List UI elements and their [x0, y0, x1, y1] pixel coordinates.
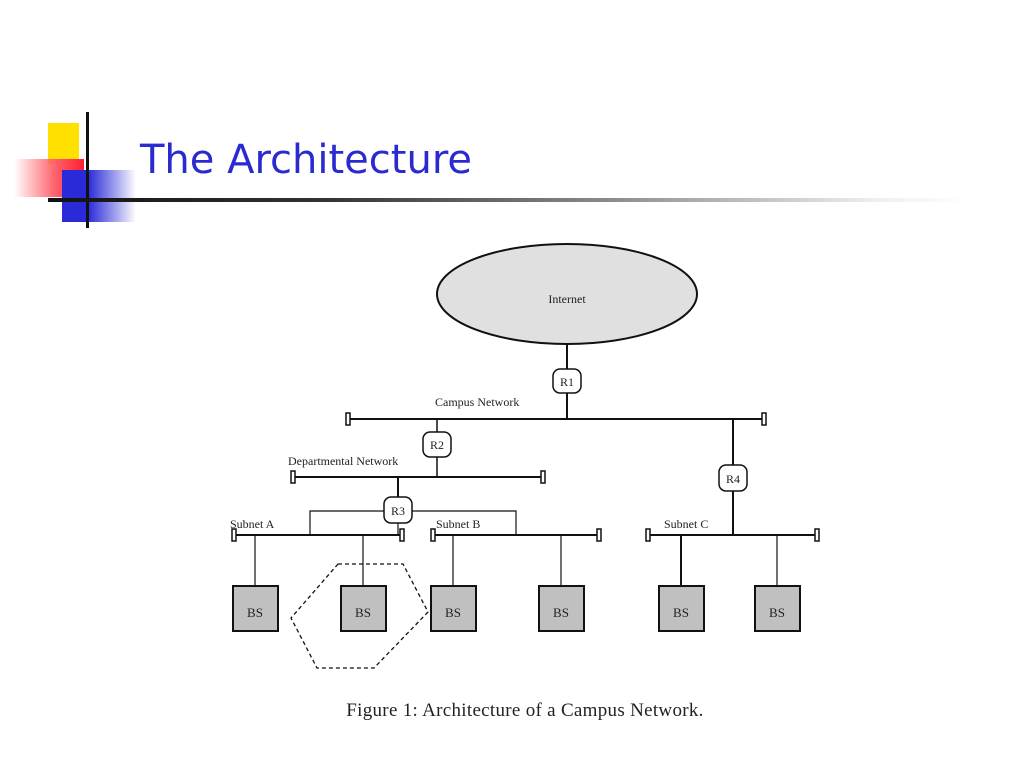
- router-label: R3: [391, 504, 405, 518]
- departmental-network-label: Departmental Network: [288, 454, 398, 468]
- base-station-box: [658, 585, 705, 632]
- bus-terminator: [290, 470, 296, 484]
- decor-blue-square: [62, 170, 136, 222]
- bus-terminator: [399, 528, 405, 542]
- subnet-a-label: Subnet A: [230, 517, 275, 531]
- coverage-area-dashed-hexagon: [290, 563, 429, 669]
- bus-terminator: [540, 470, 546, 484]
- router-r1: [552, 368, 582, 394]
- base-station-box: [340, 585, 387, 632]
- base-station-label: BS: [247, 605, 263, 620]
- bus-terminator: [645, 528, 651, 542]
- bus-terminator: [761, 412, 767, 426]
- base-station-label: BS: [445, 605, 461, 620]
- internet-label: Internet: [548, 292, 586, 306]
- router-r4: [718, 464, 748, 492]
- campus-network-label: Campus Network: [435, 395, 519, 409]
- base-station-label: BS: [355, 605, 371, 620]
- bus-terminator: [596, 528, 602, 542]
- decor-yellow-square: [48, 123, 79, 164]
- base-station-label: BS: [553, 605, 569, 620]
- router-r2: [422, 431, 452, 458]
- base-station-box: [754, 585, 801, 632]
- base-station-box: [430, 585, 477, 632]
- base-station-label: BS: [673, 605, 689, 620]
- title-underline: [48, 198, 968, 202]
- decor-vertical-line: [86, 112, 89, 228]
- router-r3: [383, 496, 413, 524]
- bus-terminator: [814, 528, 820, 542]
- bus-terminator: [430, 528, 436, 542]
- router-label: R1: [560, 375, 574, 389]
- base-station-box: [538, 585, 585, 632]
- router-label: R4: [726, 472, 740, 486]
- router-label: R2: [430, 438, 444, 452]
- figure-caption: Figure 1: Architecture of a Campus Netwo…: [346, 700, 704, 721]
- slide-title: The Architecture: [140, 137, 472, 183]
- base-station-box: [232, 585, 279, 632]
- bus-terminator: [231, 528, 237, 542]
- subnet-b-label: Subnet B: [436, 517, 480, 531]
- bus-terminator: [345, 412, 351, 426]
- base-station-label: BS: [769, 605, 785, 620]
- subnet-c-label: Subnet C: [664, 517, 708, 531]
